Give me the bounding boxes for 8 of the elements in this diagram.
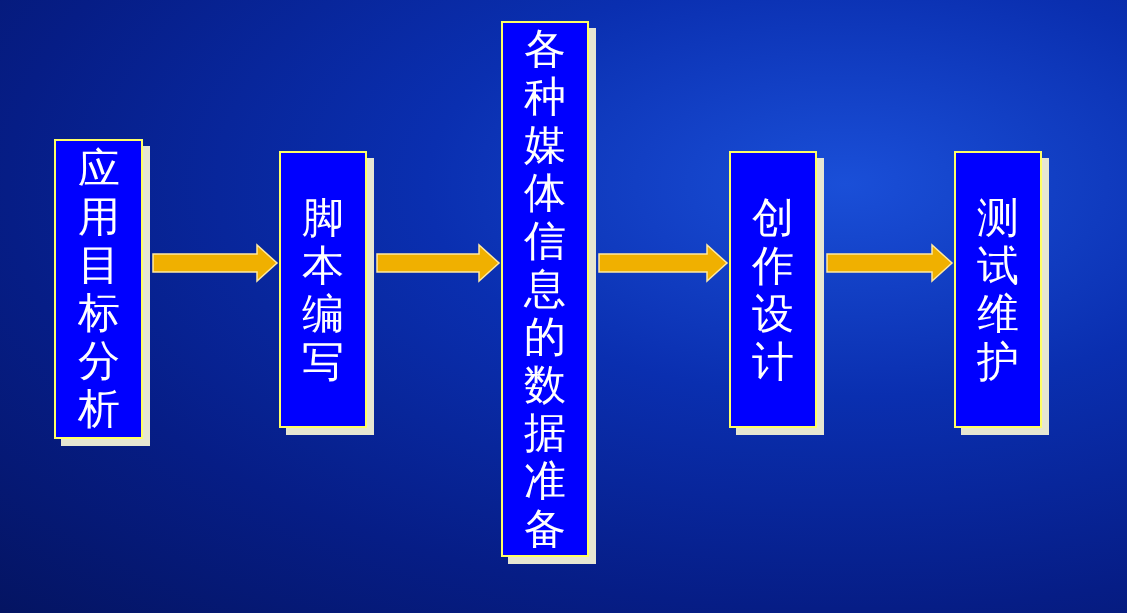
box-label: 各种媒体信息的数据准备 <box>524 25 566 553</box>
box-label: 创作设计 <box>752 193 794 386</box>
block-arrow <box>376 243 501 283</box>
block-arrow <box>826 243 954 283</box>
box-label: 脚本编写 <box>302 193 344 386</box>
box-label: 应用目标分析 <box>77 145 120 433</box>
box-label: 测试维护 <box>977 193 1019 386</box>
block-arrow <box>598 243 729 283</box>
